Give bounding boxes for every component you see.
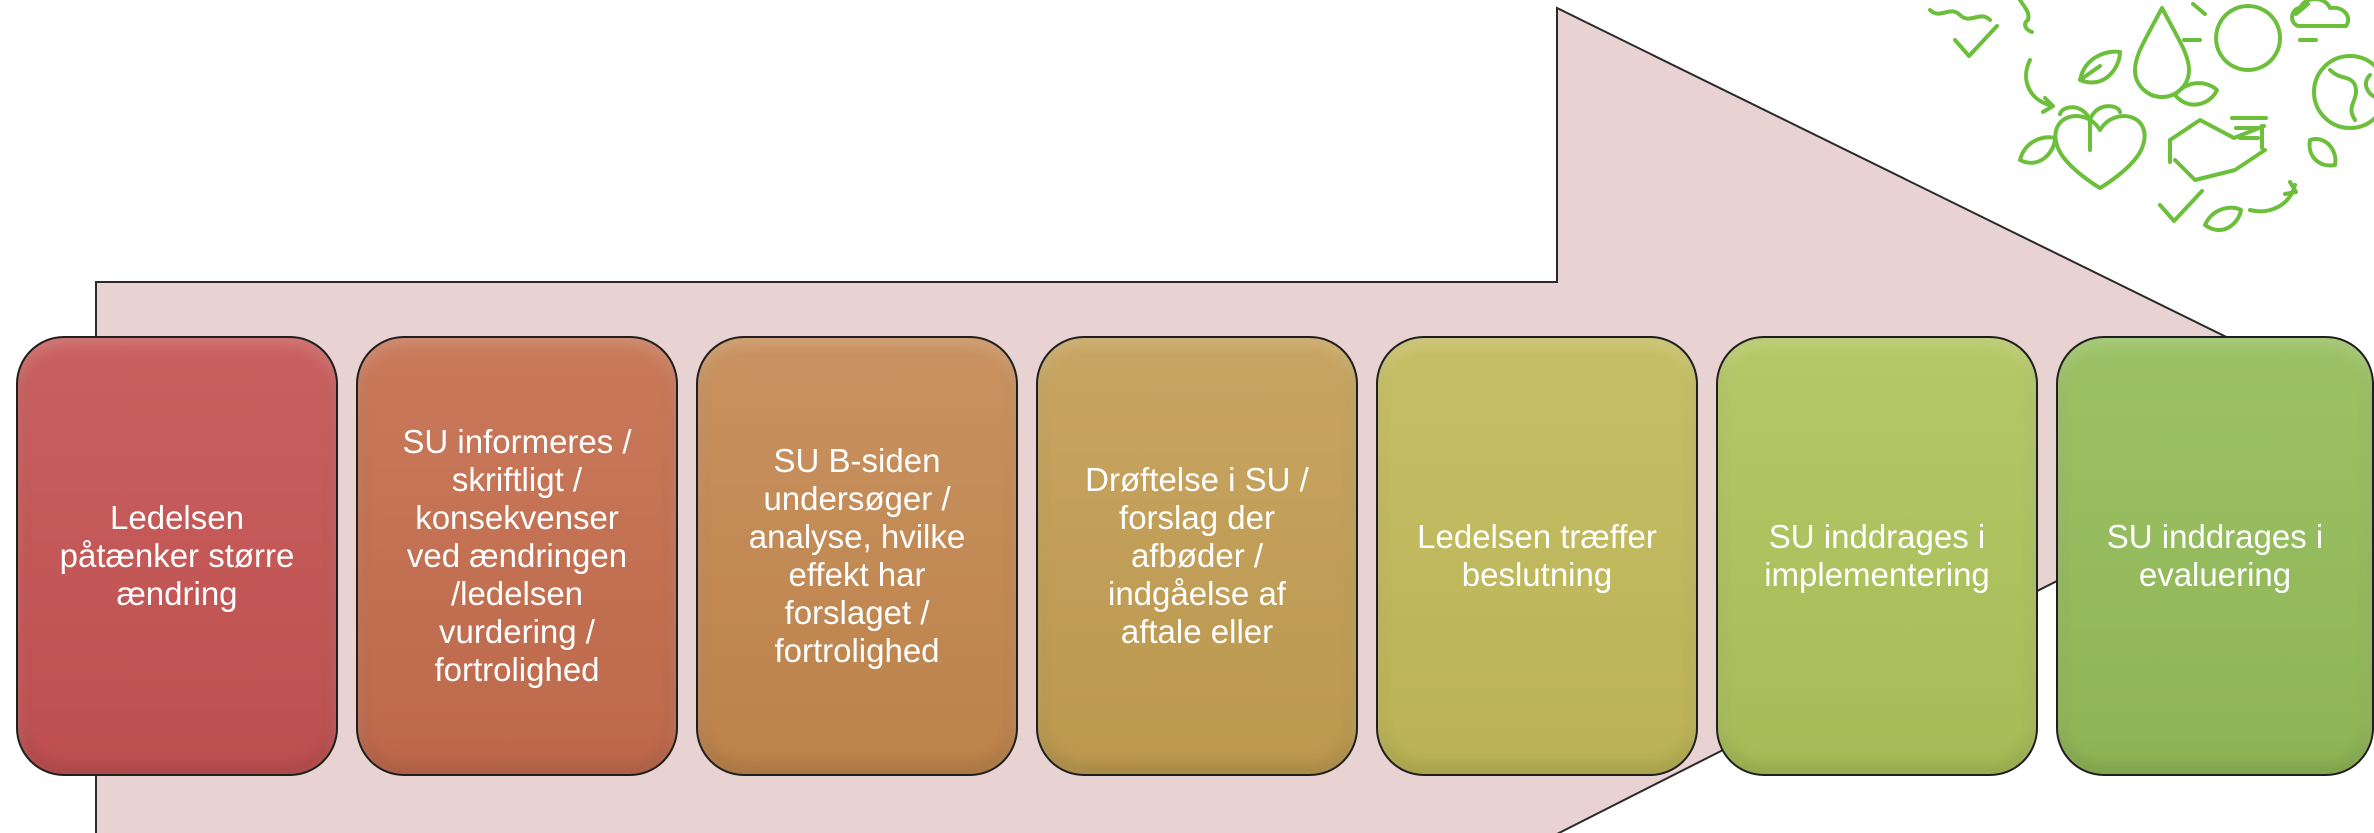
step-label-5: Ledelsen træffer beslutning [1417,518,1657,593]
leaf-icon-2 [2173,81,2219,107]
leaf-icon-5 [2307,137,2338,168]
step-box-7: SU inddrages i evaluering [2056,336,2374,776]
recycle-arrow-icon-2 [2248,180,2298,214]
person-silhouette-icon [2018,0,2034,34]
leaf-icon-4 [2203,205,2243,232]
globe-icon [2312,54,2374,130]
heart-icon [2053,114,2147,190]
step-box-4: Drøftelse i SU / forslag der afbøder / i… [1036,336,1358,776]
recycle-arrow-icon [2024,58,2055,114]
cloud-icon [2290,0,2351,28]
step-box-5: Ledelsen træffer beslutning [1376,336,1698,776]
leaf-icon-3 [2018,135,2057,165]
step-label-2: SU informeres / skriftligt / konsekvense… [402,423,632,688]
step-label-3: SU B-siden undersøger / analyse, hvilke … [748,442,966,669]
wave-icon [1928,8,1992,22]
handshake-icon [2168,118,2267,182]
step-box-2: SU informeres / skriftligt / konsekvense… [356,336,678,776]
droplet-icon [2133,6,2191,99]
step-box-3: SU B-siden undersøger / analyse, hvilke … [696,336,1018,776]
plant-icon [2058,104,2122,152]
checkmark-icon-2 [2158,189,2204,223]
leaf-icon [2078,49,2122,85]
lightbulb-icon [2214,4,2283,140]
step-label-4: Drøftelse i SU / forslag der afbøder / i… [1085,461,1309,650]
step-box-6: SU inddrages i implementering [1716,336,2038,776]
step-label-6: SU inddrages i implementering [1764,518,1990,593]
step-box-1: Ledelsen påtænker større ændring [16,336,338,776]
logo [1928,0,2374,232]
sun-ray-icon [2182,2,2318,42]
checkmark-icon [1953,24,1999,58]
step-label-7: SU inddrages i evaluering [2106,518,2324,593]
step-label-1: Ledelsen påtænker større ændring [59,499,295,612]
